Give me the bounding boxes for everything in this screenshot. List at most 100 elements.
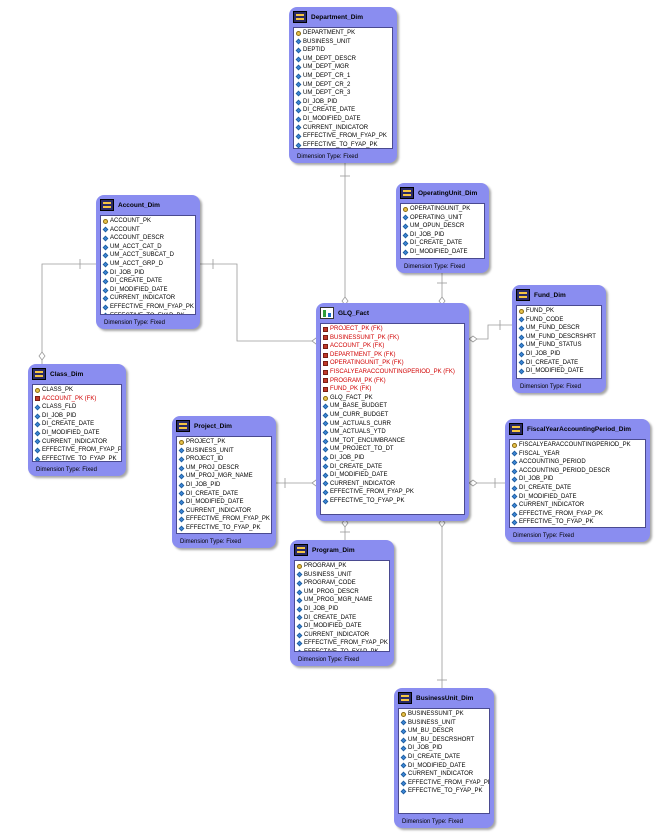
attribute-label: UM_PROG_MGR_NAME xyxy=(304,597,373,604)
attribute-label: DI_MODIFIED_DATE xyxy=(303,115,361,122)
crowfoot-program xyxy=(341,518,349,528)
attribute-label: PROJECT_ID xyxy=(186,456,224,463)
attribute-icon xyxy=(511,511,518,517)
attribute-row: EFFECTIVE_FROM_FYAP_PK xyxy=(178,515,270,524)
foreign-key-icon xyxy=(323,361,328,367)
attribute-icon xyxy=(34,456,41,461)
attribute-icon xyxy=(295,99,302,105)
attribute-row: CURRENT_INDICATOR xyxy=(34,438,119,447)
crowfoot-class xyxy=(38,351,46,361)
attribute-icon xyxy=(518,351,525,358)
attribute-row: CURRENT_INDICATOR xyxy=(400,770,487,779)
attribute-row: DI_MODIFIED_DATE xyxy=(400,762,487,771)
attribute-label: ACCOUNT_PK (FK) xyxy=(42,395,97,402)
attribute-icon xyxy=(34,421,41,428)
attribute-row: DI_CREATE_DATE xyxy=(178,490,269,499)
account-dim-header: Account_Dim xyxy=(96,195,200,215)
attribute-row: DI_CREATE_DATE xyxy=(518,359,599,368)
fact-table-icon xyxy=(320,307,334,319)
attribute-row: DI_CREATE_DATE xyxy=(402,239,482,248)
attribute-row: GLQ_FACT_PK xyxy=(323,394,462,403)
attribute-label: UM_ACTUALS_CURR xyxy=(330,420,392,427)
attribute-label: EFFECTIVE_TO_FYAP_PK xyxy=(408,788,483,795)
attribute-icon xyxy=(511,476,518,483)
attribute-label: DI_CREATE_DATE xyxy=(186,490,239,497)
attribute-label: UM_CURR_BUDGET xyxy=(330,411,389,418)
attribute-label: FISCALYEARACCOUNTINGPERIOD_PK xyxy=(519,442,631,448)
attribute-icon xyxy=(295,82,302,88)
attribute-row: EFFECTIVE_TO_FYAP_PK xyxy=(178,524,269,533)
primary-key-icon xyxy=(35,387,40,393)
attribute-row: DI_JOB_PID xyxy=(400,744,487,753)
attribute-row: UM_CURR_BUDGET xyxy=(322,411,462,420)
program-dim-header: Program_Dim xyxy=(290,540,394,560)
attribute-label: CURRENT_INDICATOR xyxy=(110,295,176,302)
attribute-label: DEPARTMENT_PK (FK) xyxy=(330,351,396,358)
attribute-icon xyxy=(400,720,407,726)
attribute-icon xyxy=(511,459,518,466)
attribute-label: EFFECTIVE_TO_FYAP_PK xyxy=(110,312,184,314)
glq-fact-entity[interactable]: GLQ_Fact PROJECT_PK (FK)BUSINESSUNIT_PK … xyxy=(316,303,469,521)
attribute-icon xyxy=(295,142,302,148)
foreign-key-icon xyxy=(323,326,328,332)
attribute-row: ACCOUNT_PK (FK) xyxy=(323,342,462,351)
attribute-row: PROGRAM_CODE xyxy=(296,579,387,588)
attribute-row: DI_MODIFIED_DATE xyxy=(178,498,269,507)
attribute-row: DI_JOB_PID xyxy=(511,475,643,484)
attribute-label: CURRENT_INDICATOR xyxy=(186,507,252,514)
attribute-row: DI_JOB_PID xyxy=(295,98,390,107)
attribute-row: BUSINESSUNIT_PK xyxy=(401,710,487,719)
attribute-row: UM_PROG_DESCR xyxy=(296,588,387,597)
attribute-icon xyxy=(296,649,303,651)
attribute-row: CLASS_FLD xyxy=(34,403,119,412)
attribute-icon xyxy=(518,334,525,340)
attribute-row: UM_DEPT_DESCR xyxy=(295,55,390,64)
attribute-row: PROJECT_PK (FK) xyxy=(323,325,462,334)
primary-key-icon xyxy=(401,711,406,717)
table-icon xyxy=(32,368,46,380)
project-dim-footer: Dimension Type: Fixed xyxy=(180,539,241,545)
attribute-icon xyxy=(400,754,407,761)
primary-key-icon xyxy=(323,395,328,401)
attribute-label: DI_CREATE_DATE xyxy=(519,484,572,491)
attribute-label: DI_MODIFIED_DATE xyxy=(330,472,388,479)
operatingunit-dim-footer: Dimension Type: Fixed xyxy=(404,264,465,270)
attribute-row: DI_JOB_PID xyxy=(402,231,482,240)
attribute-label: CURRENT_INDICATOR xyxy=(42,438,108,445)
attribute-icon xyxy=(296,597,303,604)
attribute-label: DI_JOB_PID xyxy=(526,350,561,357)
attribute-icon xyxy=(102,227,109,233)
attribute-row: EFFECTIVE_FROM_FYAP_PK xyxy=(400,779,489,788)
attribute-label: UM_DEPT_CR_2 xyxy=(303,81,351,88)
attribute-row: CURRENT_INDICATOR xyxy=(296,631,387,640)
foreign-key-icon xyxy=(323,369,328,375)
foreign-key-icon xyxy=(323,343,328,349)
attribute-icon xyxy=(518,342,525,349)
attribute-row: DI_MODIFIED_DATE xyxy=(511,493,643,502)
attribute-label: EFFECTIVE_TO_FYAP_PK xyxy=(186,524,261,531)
attribute-icon xyxy=(102,295,109,302)
attribute-label: DI_JOB_PID xyxy=(408,745,443,752)
fiscalyear-dim-entity[interactable]: FiscalYearAccountingPeriod_Dim FISCALYEA… xyxy=(505,419,650,542)
attribute-icon xyxy=(511,494,518,500)
attribute-icon xyxy=(296,615,303,621)
attribute-label: DI_CREATE_DATE xyxy=(42,421,95,428)
attribute-icon xyxy=(296,572,303,578)
attribute-row: DI_MODIFIED_DATE xyxy=(322,471,462,480)
attribute-row: UM_BASE_BUDGET xyxy=(322,402,462,411)
attribute-row: UM_ACTUALS_YTD xyxy=(322,428,462,437)
attribute-label: DI_CREATE_DATE xyxy=(304,614,357,621)
attribute-icon xyxy=(322,498,329,505)
attribute-label: EFFECTIVE_TO_FYAP_PK xyxy=(42,455,117,462)
attribute-label: DI_MODIFIED_DATE xyxy=(110,286,168,293)
